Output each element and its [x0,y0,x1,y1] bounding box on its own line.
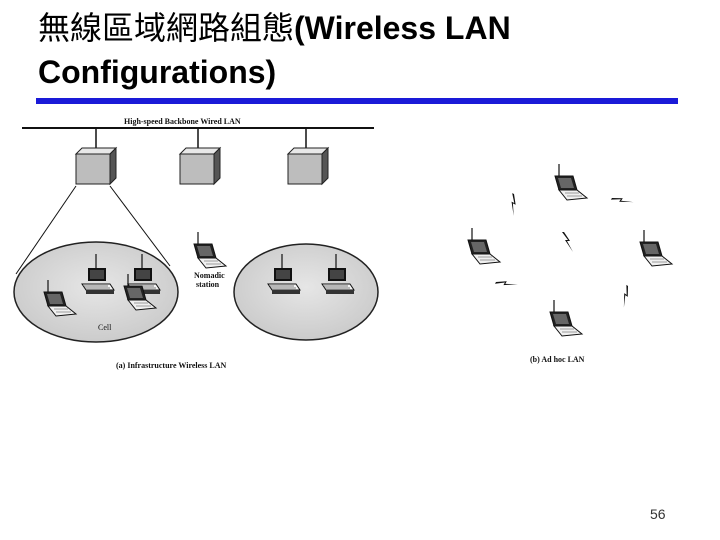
wireless-link-2 [610,190,634,212]
wireless-link-3 [562,232,573,252]
adhoc-laptop-right [639,229,673,267]
wireless-link-1 [503,193,523,216]
backbone-label: High-speed Backbone Wired LAN [124,117,241,126]
adhoc-laptop-top [554,163,588,201]
nomadic-label-2: station [196,280,220,289]
adhoc-laptop-left [467,227,501,265]
nomadic-station-laptop [193,231,227,269]
access-point-3 [287,147,329,185]
slide-title: 無線區域網路組態(Wireless LAN Configurations) [38,6,698,94]
title-rule [36,98,678,104]
caption-adhoc: (b) Ad hoc LAN [530,355,585,364]
page-number: 56 [650,506,666,522]
caption-infrastructure: (a) Infrastructure Wireless LAN [116,361,227,370]
cell-label: Cell [98,323,112,332]
access-point-1 [75,147,117,185]
nomadic-label-1: Nomadic [194,271,225,280]
access-point-2 [179,147,221,185]
cell-right [233,243,379,341]
wireless-link-4 [495,274,518,294]
wireless-link-5 [614,284,636,308]
title-cjk: 無線區域網路組態 [38,9,295,47]
title-en: (Wireless LAN Configurations) [38,10,511,90]
adhoc-laptop-bottom [549,299,583,337]
